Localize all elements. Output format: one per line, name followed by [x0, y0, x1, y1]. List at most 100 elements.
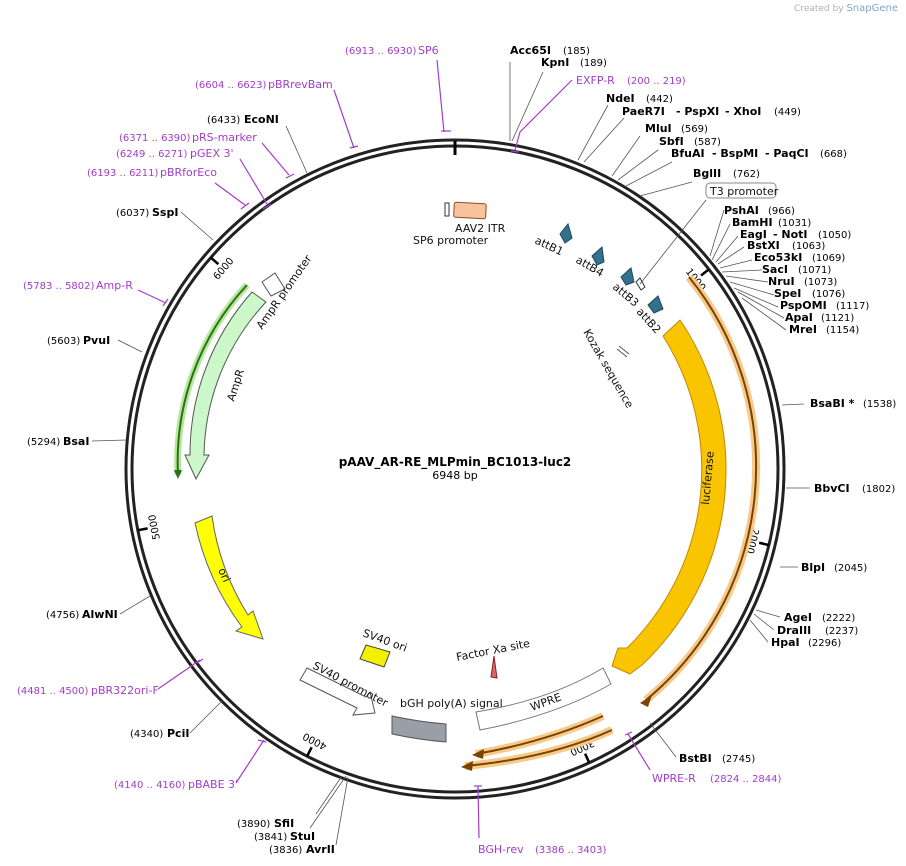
orf-lower-1-head — [472, 749, 484, 759]
enzyme-SspI-pos: (6037) — [116, 208, 149, 219]
enzyme-Eco53kI-pos: (1069) — [812, 253, 845, 264]
enzyme-PciI-pos: (4340) — [130, 729, 163, 740]
primer-pGEX3-range: (6249 .. 6271) — [116, 149, 188, 160]
enzyme-BfuAI[interactable]: BfuAI — [671, 147, 705, 160]
enzyme-EagI[interactable]: EagI — [740, 228, 767, 241]
attB1-site[interactable] — [559, 222, 573, 244]
enzyme-Eco53kI[interactable]: Eco53kI — [754, 251, 802, 264]
primer-BGH-rev[interactable]: BGH-rev — [478, 843, 524, 856]
enzyme-BstBI-pos: (2745) — [722, 754, 755, 765]
aav2-itr-label: AAV2 ITR — [455, 222, 506, 235]
enzyme-BamHI[interactable]: BamHI — [732, 216, 773, 229]
enzyme-PspOMI[interactable]: PspOMI — [780, 299, 827, 312]
enzyme-SfiI[interactable]: SfiI — [274, 817, 294, 830]
primer-SP6-range: (6913 .. 6930) — [345, 46, 417, 57]
enzyme-PspXI[interactable]: - PspXI — [676, 105, 719, 118]
enzyme-BsaI[interactable]: BsaI — [63, 435, 89, 448]
enzyme-NdeI[interactable]: NdeI — [606, 92, 635, 105]
enzyme-Acc65I[interactable]: Acc65I — [510, 44, 551, 57]
enzyme-MluI[interactable]: MluI — [645, 122, 672, 135]
wpre-feature[interactable] — [475, 667, 612, 731]
enzyme-BbvCI-pos: (1802) — [862, 484, 895, 495]
enzyme-MreI[interactable]: MreI — [789, 323, 817, 336]
enzyme-PciI[interactable]: PciI — [167, 727, 189, 740]
enzyme-EcoNI[interactable]: EcoNI — [244, 113, 279, 126]
aav2-itr-feature[interactable] — [453, 201, 487, 220]
orf-lower-1[interactable] — [475, 715, 604, 755]
enzyme-BlpI[interactable]: BlpI — [801, 561, 825, 574]
primer-leader-lines — [137, 59, 651, 839]
enzyme-BglII[interactable]: BglII — [693, 167, 721, 180]
enzyme-PvuI[interactable]: PvuI — [83, 334, 110, 347]
ampr-promoter-label: AmpR promoter — [254, 252, 315, 331]
primer-pBRforEco[interactable]: pBRforEco — [160, 166, 217, 179]
enzyme-BlpI-pos: (2045) — [834, 563, 867, 574]
primer-pBABE3[interactable]: pBABE 3' — [188, 778, 238, 791]
enzyme-XhoI[interactable]: - XhoI — [725, 105, 761, 118]
t3-promoter-label-box — [705, 182, 777, 199]
bp-tick-label-5000: 5000 — [147, 513, 163, 540]
enzyme-SspI[interactable]: SspI — [152, 206, 178, 219]
sv40-ori-feature[interactable] — [359, 644, 391, 668]
enzyme-StuI[interactable]: StuI — [290, 830, 315, 843]
primer-SP6[interactable]: SP6 — [418, 44, 439, 57]
attB3-site[interactable] — [620, 267, 635, 286]
primer-pRS-marker-range: (6371 .. 6390) — [119, 133, 191, 144]
luciferase-arrow[interactable] — [611, 319, 727, 675]
enzyme-PshAI[interactable]: PshAI — [724, 204, 759, 217]
enzyme-SbfI[interactable]: SbfI — [659, 135, 684, 148]
enzyme-Acc65I-pos: (185) — [563, 46, 590, 57]
primer-pBR322ori-F[interactable]: pBR322ori-F — [91, 684, 159, 697]
primer-pBRforEco-range: (6193 .. 6211) — [87, 168, 159, 179]
enzyme-SacI[interactable]: SacI — [762, 263, 788, 276]
primer-Amp-R[interactable]: Amp-R — [96, 279, 133, 292]
enzyme-BbvCI[interactable]: BbvCI — [814, 482, 850, 495]
primer-pRS-marker[interactable]: pRS-marker — [192, 131, 257, 144]
primer-WPRE-R[interactable]: WPRE-R — [652, 772, 696, 785]
enzyme-AgeI[interactable]: AgeI — [784, 611, 812, 624]
bp-tick-5000 — [137, 527, 148, 532]
attB4-site[interactable] — [591, 245, 605, 266]
sv40-promoter-feature[interactable] — [299, 667, 376, 716]
enzyme-KpnI-pos: (189) — [580, 58, 607, 69]
enzyme-ApaI[interactable]: ApaI — [785, 311, 813, 324]
sp6-promoter-label: SP6 promoter — [413, 234, 489, 247]
enzyme-EagI-pos: (1050) — [818, 230, 851, 241]
ampr-orf-head — [174, 470, 182, 479]
primer-pGEX3[interactable]: pGEX 3' — [190, 147, 234, 160]
enzyme-BspMI[interactable]: - BspMI — [712, 147, 758, 160]
enzyme-PvuI-pos: (5603) — [47, 336, 80, 347]
bp-tick-label-6000: 6000 — [212, 256, 237, 282]
bgh-polya-feature[interactable] — [391, 715, 447, 743]
factor-xa-site[interactable] — [490, 655, 498, 679]
orf-lower-2[interactable] — [464, 729, 613, 767]
enzyme-DraIII[interactable]: DraIII — [777, 624, 811, 637]
enzyme-PaqCI[interactable]: - PaqCI — [765, 147, 809, 160]
orf-right-arrow[interactable] — [645, 276, 758, 701]
primer-pBABE3-range: (4140 .. 4160) — [114, 780, 186, 791]
enzyme-AvrII[interactable]: AvrII — [306, 843, 335, 856]
primer-EXFP-R[interactable]: EXFP-R — [576, 74, 615, 87]
enzyme-BstBI[interactable]: BstBI — [679, 752, 712, 765]
enzyme-SpeI[interactable]: SpeI — [774, 287, 801, 300]
ori-feature[interactable] — [194, 515, 264, 640]
enzyme-PaeR7I[interactable]: PaeR7I — [622, 105, 665, 118]
attB2-site[interactable] — [647, 295, 664, 314]
enzyme-NruI[interactable]: NruI — [768, 275, 795, 288]
ampr-feature[interactable] — [184, 291, 267, 481]
enzyme-SpeI-pos: (1076) — [812, 289, 845, 300]
enzyme-NotI[interactable]: - NotI — [773, 228, 808, 241]
ampr-orf-arrow[interactable] — [176, 284, 248, 476]
primer-pBRrevBam-range: (6604 .. 6623) — [195, 80, 267, 91]
enzyme-HpaI[interactable]: HpaI — [771, 636, 800, 649]
enzyme-AlwNI[interactable]: AlwNI — [82, 608, 118, 621]
enzyme-BstXI[interactable]: BstXI — [747, 239, 780, 252]
primer-pBRrevBam[interactable]: pBRrevBam — [268, 78, 333, 91]
enzyme-BsaBI[interactable]: BsaBI * — [810, 397, 855, 410]
enzyme-KpnI[interactable]: KpnI — [541, 56, 569, 69]
sp6-promoter-feature[interactable] — [444, 202, 450, 217]
enzyme-PshAI-pos: (966) — [768, 206, 795, 217]
kozak-site-mark[interactable] — [616, 348, 628, 358]
ampr-promoter-feature[interactable] — [261, 272, 286, 297]
